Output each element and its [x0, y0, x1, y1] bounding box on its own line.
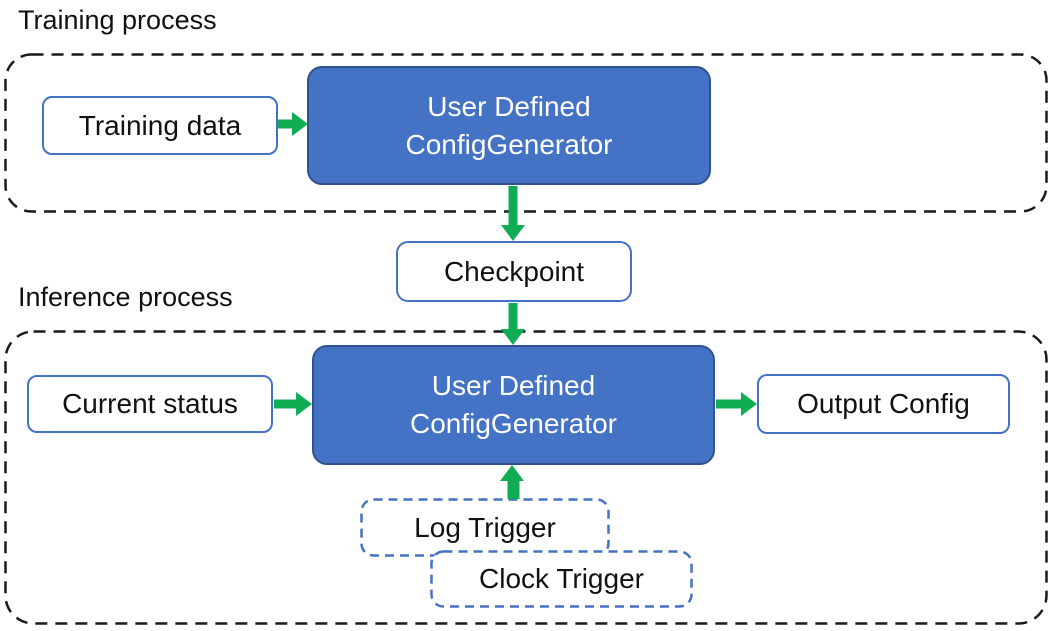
- config-generator-inference-line2: ConfigGenerator: [409, 408, 617, 439]
- config-generator-box-inference: User Defined ConfigGenerator: [312, 345, 715, 465]
- checkpoint-label: Checkpoint: [443, 255, 585, 287]
- log-trigger-label: Log Trigger: [414, 511, 556, 543]
- training-process-label: Training process: [18, 5, 217, 35]
- log-trigger-box: Log Trigger: [360, 498, 610, 557]
- training-data-label: Training data: [78, 109, 242, 141]
- config-generator-inference-line1: User Defined: [431, 370, 596, 401]
- training-process-container: [4, 53, 1048, 213]
- current-status-box: Current status: [27, 375, 273, 433]
- current-status-label: Current status: [62, 388, 238, 419]
- config-generator-training-line2: ConfigGenerator: [405, 128, 613, 160]
- inference-process-label: Inference process: [18, 282, 233, 312]
- output-config-box: Output Config: [757, 374, 1010, 434]
- checkpoint-box: Checkpoint: [396, 241, 632, 302]
- training-data-box: Training data: [42, 96, 278, 155]
- config-generator-training-line1: User Defined: [427, 90, 591, 122]
- inference-process-container: [4, 330, 1048, 625]
- output-config-label: Output Config: [797, 388, 970, 419]
- clock-trigger-box: Clock Trigger: [430, 550, 693, 608]
- config-generator-box-training: User Defined ConfigGenerator: [307, 66, 711, 185]
- clock-trigger-label: Clock Trigger: [479, 563, 644, 594]
